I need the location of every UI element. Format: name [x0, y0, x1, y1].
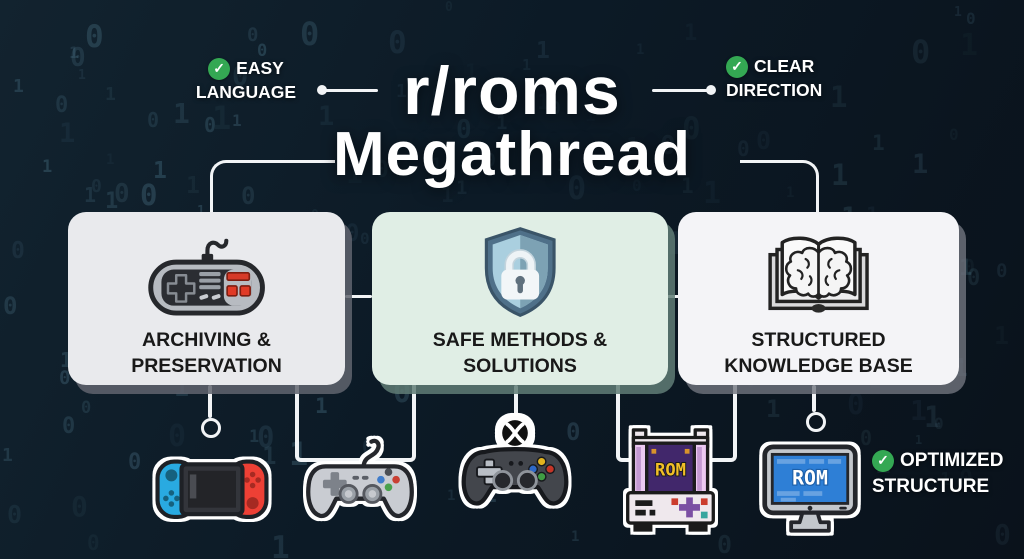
connector-ring-right: [806, 412, 826, 432]
card-structured-knowledge-base: STRUCTURED KNOWLEDGE BASE: [678, 212, 959, 385]
badge-optimized-structure: ✓ OPTIMIZED STRUCTURE: [872, 448, 1022, 499]
badge-optimized-line1: OPTIMIZED: [900, 450, 1004, 471]
card-safe-methods-solutions: SAFE METHODS & SOLUTIONS: [372, 212, 668, 385]
connector-card2-xbox: [514, 385, 518, 432]
book-brain-icon: [758, 222, 879, 322]
connector-bracket-left: [295, 385, 416, 462]
connector-elbow-left: [210, 160, 335, 216]
page-subtitle: Megathread: [333, 120, 691, 189]
card-label: ARCHIVING & PRESERVATION: [131, 328, 282, 379]
card-label-line2: SOLUTIONS: [463, 354, 577, 377]
card-label-line1: STRUCTURED: [751, 329, 886, 351]
check-circle-icon: ✓: [208, 57, 231, 80]
shield-lock-icon: [473, 222, 567, 322]
xbox-controller-icon: [458, 414, 572, 533]
connector-card2-card3: [666, 295, 680, 298]
monitor-icon: ROM: [760, 444, 860, 541]
monitor-screen-text: ROM: [792, 467, 828, 490]
arcade-screen-text: ROM: [655, 461, 686, 481]
badge-easy-language: ✓EASY LANGUAGE: [176, 57, 316, 104]
arcade-machine-icon: ROM: [622, 428, 719, 540]
connector-ring-left: [201, 418, 221, 438]
connector-elbow-right: [740, 160, 819, 216]
card-label-line2: PRESERVATION: [131, 354, 282, 377]
badge-clear-line1: CLEAR: [754, 56, 815, 76]
connector-card3-monitor: [812, 385, 816, 412]
card-label-line2: KNOWLEDGE BASE: [724, 354, 913, 377]
check-circle-icon: ✓: [726, 55, 748, 78]
connector-card1-card2: [345, 295, 372, 298]
card-label: SAFE METHODS & SOLUTIONS: [433, 328, 607, 379]
switch-console-icon: [152, 456, 272, 527]
badge-easy-line1: EASY: [236, 58, 284, 78]
card-label-line1: SAFE METHODS &: [432, 329, 608, 351]
card-label: STRUCTURED KNOWLEDGE BASE: [724, 328, 913, 379]
badge-clear-line2: DIRECTION: [726, 79, 823, 100]
connector-dot-right: [706, 85, 716, 95]
badge-clear-direction: ✓ CLEAR DIRECTION: [726, 55, 856, 102]
card-label-line1: ARCHIVING &: [142, 329, 271, 351]
card-archiving-preservation: ARCHIVING & PRESERVATION: [68, 212, 345, 385]
playstation-controller-icon: [303, 436, 417, 538]
connector-title-right: [652, 89, 710, 92]
page-title: r/roms: [403, 53, 621, 129]
connector-card1-switch: [208, 385, 212, 418]
retro-controller-icon: [145, 222, 268, 322]
badge-easy-line2: LANGUAGE: [195, 81, 297, 102]
check-circle-icon: ✓: [872, 449, 894, 472]
connector-title-left: [322, 89, 378, 92]
badge-optimized-line2: STRUCTURE: [872, 475, 990, 497]
